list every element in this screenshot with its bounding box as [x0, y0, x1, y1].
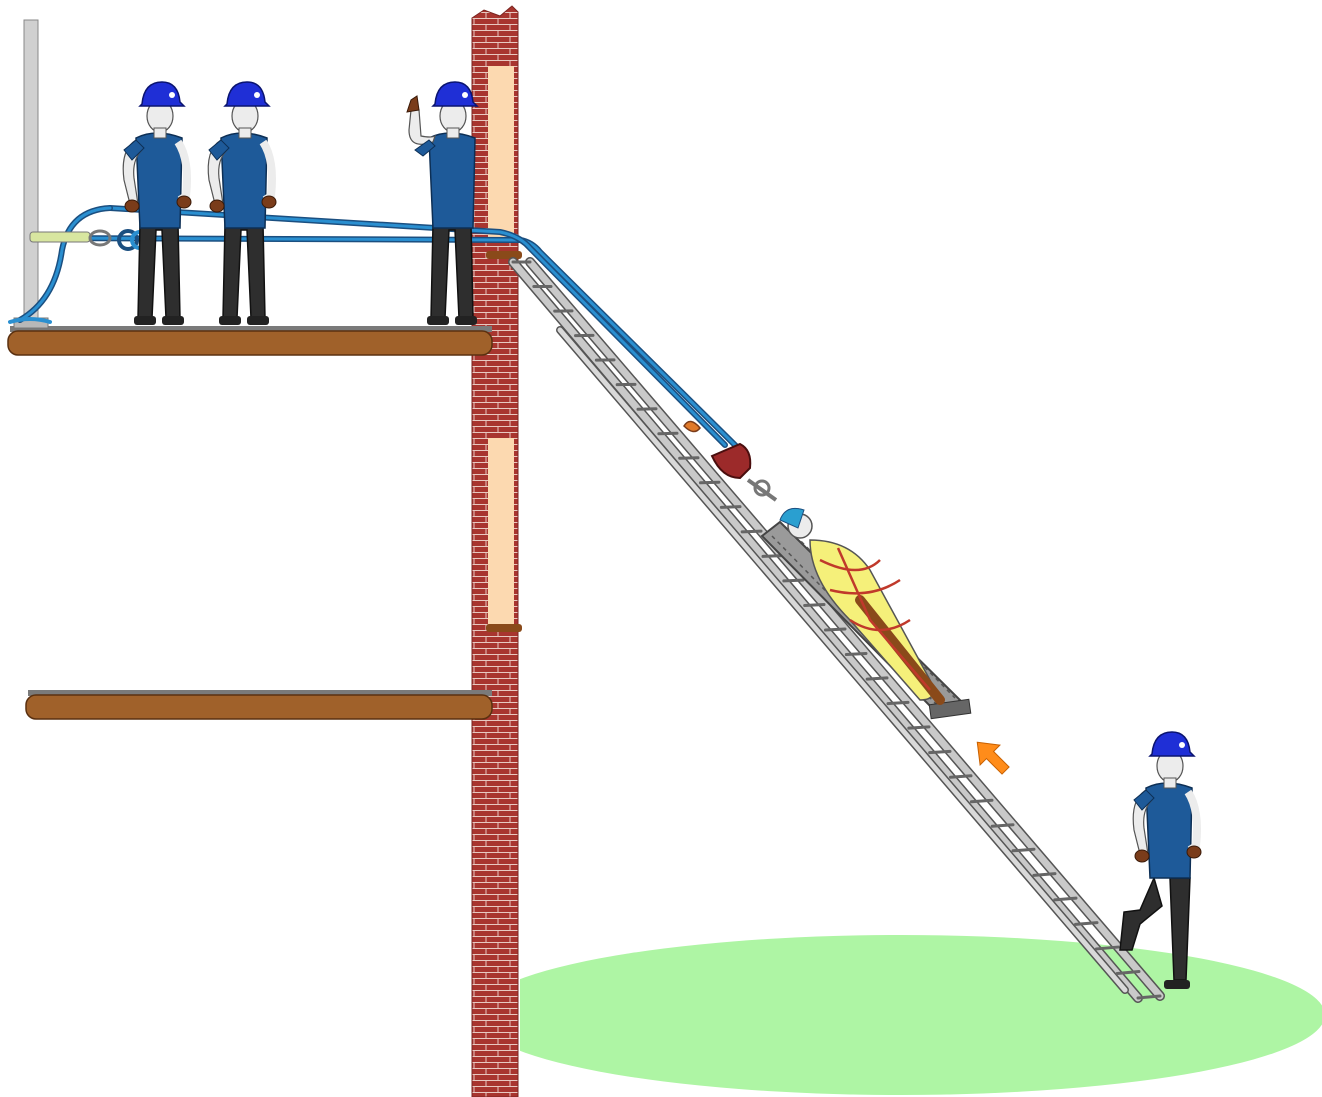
firefighter-rope-handler-1	[123, 82, 191, 325]
ladder-rung	[721, 507, 740, 508]
neck	[1164, 778, 1176, 788]
anchor-knot	[30, 231, 148, 249]
ladder-rung	[1076, 923, 1098, 925]
helmet-icon	[433, 82, 477, 106]
glove	[407, 96, 419, 112]
ladder-rung	[1055, 898, 1076, 900]
ladder-rung	[805, 605, 824, 606]
extension-ladder	[513, 262, 1160, 998]
leg	[1170, 878, 1190, 980]
firefighter-ground-guide	[1120, 732, 1201, 989]
boot	[427, 316, 449, 325]
ladder-rung	[1013, 849, 1034, 851]
anchor-post	[14, 20, 48, 328]
ladder-rung	[763, 556, 782, 557]
boot	[1164, 980, 1190, 989]
helmet-badge	[169, 92, 175, 98]
glove	[1187, 846, 1201, 858]
glove	[1135, 850, 1149, 862]
ladder-rung	[680, 458, 698, 459]
helmet-badge	[462, 92, 468, 98]
window-sill-lower	[486, 624, 522, 632]
boot	[247, 316, 269, 325]
window-lower	[488, 438, 514, 624]
pulley-icon	[712, 444, 750, 478]
boot	[455, 316, 477, 325]
ladder-rung	[971, 800, 992, 801]
ladder-rung	[930, 751, 950, 752]
firefighter-signaler	[407, 82, 477, 325]
helmet-badge	[254, 92, 260, 98]
neck	[447, 128, 459, 138]
ladder-rung	[826, 629, 846, 630]
upper-floor	[8, 326, 492, 355]
boot	[134, 316, 156, 325]
leg	[1120, 878, 1162, 950]
raised-arm	[409, 110, 435, 144]
glove	[177, 196, 191, 208]
torso	[429, 133, 475, 228]
ladder-rung	[1096, 947, 1118, 949]
brick-wall	[472, 6, 522, 1097]
glove	[210, 200, 224, 212]
ladder-rung	[701, 482, 720, 483]
neck	[154, 128, 166, 138]
helmet-icon	[140, 82, 184, 106]
helmet-badge	[1179, 742, 1185, 748]
ladder-rung	[951, 776, 972, 777]
ladder-rung	[784, 580, 803, 581]
ladder-rung	[1117, 972, 1139, 974]
neck	[239, 128, 251, 138]
boot	[219, 316, 241, 325]
helmet-icon	[1150, 732, 1194, 756]
ladder-rung	[992, 825, 1013, 827]
ladder-rung	[1034, 874, 1055, 876]
ladder-rung	[888, 702, 908, 703]
glove	[125, 200, 139, 212]
ladder-rung	[846, 653, 866, 654]
boot	[162, 316, 184, 325]
window-upper	[488, 66, 514, 238]
helmet-icon	[225, 82, 269, 106]
ladder-rung	[742, 531, 761, 532]
ladder-rung	[909, 727, 929, 728]
window-sill-upper	[486, 251, 522, 259]
ladder-rung	[867, 678, 887, 679]
ladder-rung	[1138, 996, 1160, 998]
glove	[262, 196, 276, 208]
lower-floor	[26, 690, 492, 719]
ground-area	[475, 935, 1322, 1095]
firefighter-rope-handler-2	[208, 82, 276, 325]
